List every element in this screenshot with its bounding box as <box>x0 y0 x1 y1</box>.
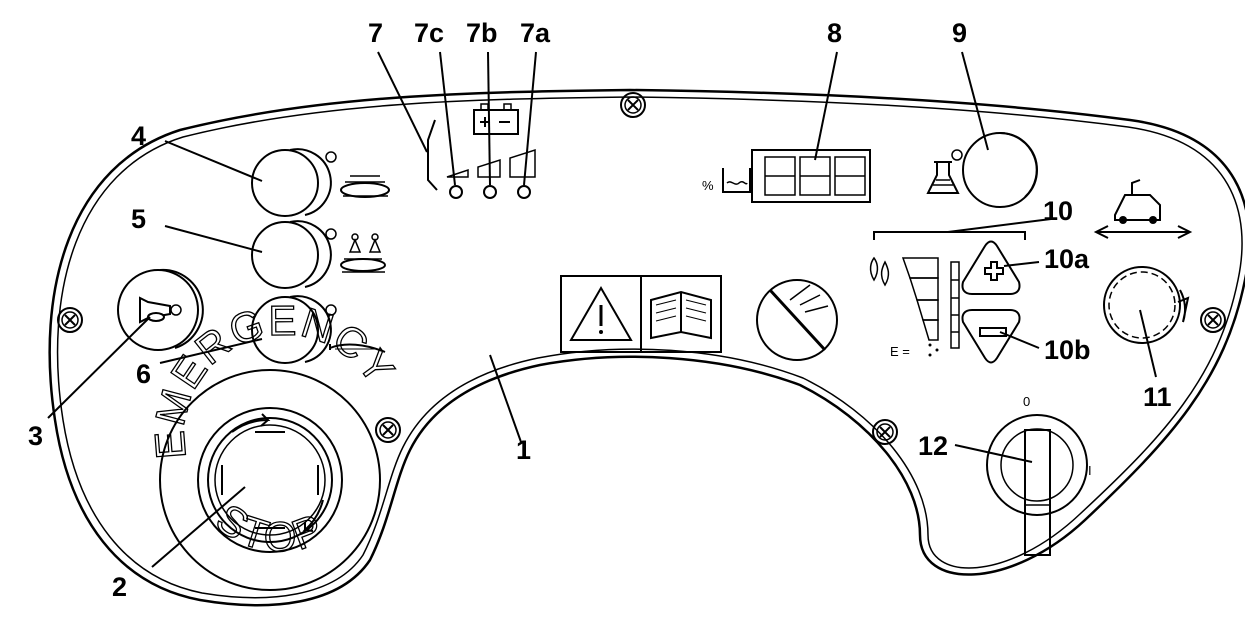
water-drops-icon <box>869 256 890 287</box>
speed-control-knob[interactable] <box>1103 266 1190 344</box>
callout-7c: 7c <box>414 18 444 48</box>
squeegee-button[interactable] <box>251 295 332 364</box>
battery-full-led <box>517 185 531 199</box>
brush-button[interactable] <box>251 148 332 217</box>
callout-10a: 10a <box>1044 244 1090 274</box>
no-spray-icon <box>756 279 838 361</box>
leader-lines <box>47 51 1157 568</box>
key-off-label: 0 <box>1023 394 1030 409</box>
percent-symbol: % <box>702 178 714 193</box>
horn-button[interactable] <box>117 268 204 351</box>
key-on-label: I <box>1088 463 1092 478</box>
horn-icon <box>139 296 182 324</box>
squeegee-indicator-led <box>325 304 337 316</box>
flow-increase-button[interactable] <box>961 240 1021 295</box>
callout-6: 6 <box>136 359 151 389</box>
callout-10b: 10b <box>1044 335 1091 365</box>
screw-icon <box>620 92 646 118</box>
callout-10: 10 <box>1043 196 1073 226</box>
callout-1: 1 <box>516 435 531 465</box>
flow-decrease-button[interactable] <box>961 309 1021 364</box>
digital-display <box>751 149 871 203</box>
callout-2: 2 <box>112 572 127 602</box>
callout-4: 4 <box>131 121 146 151</box>
squeegee-icon <box>329 343 386 353</box>
manual-book-icon <box>640 275 722 353</box>
emergency-stop-ring <box>159 369 381 591</box>
tank-level-icon <box>722 168 751 193</box>
battery-low-led <box>449 185 463 199</box>
battery-icon <box>473 103 519 135</box>
battery-status-bracket <box>427 119 438 191</box>
battery-mid-led <box>483 185 497 199</box>
detergent-indicator-led <box>951 149 963 161</box>
callout-7: 7 <box>368 18 383 48</box>
detergent-icon <box>926 161 960 194</box>
screw-icon <box>872 419 898 445</box>
screw-icon <box>1200 307 1226 333</box>
callout-11: 11 <box>1143 382 1172 412</box>
solution-flow-bracket <box>873 231 1026 240</box>
brush-indicator-led <box>325 151 337 163</box>
machine-icon <box>1114 179 1161 224</box>
brush-pressure-icon <box>340 233 386 273</box>
empty-dots-icon <box>928 343 939 357</box>
battery-charge-level-icon <box>446 148 536 178</box>
panel-outline <box>48 88 1245 607</box>
screw-icon <box>57 307 83 333</box>
callout-5: 5 <box>131 204 146 234</box>
callout-3: 3 <box>28 421 43 451</box>
empty-label: E = <box>890 344 910 359</box>
screw-icon <box>375 417 401 443</box>
callout-12: 12 <box>918 431 948 461</box>
brush-pressure-button[interactable] <box>251 220 332 289</box>
emergency-label: EMERGENCY <box>146 297 405 461</box>
callout-7b: 7b <box>466 18 498 48</box>
emergency-stop-button[interactable] <box>197 407 343 553</box>
callout-8: 8 <box>827 18 842 48</box>
solution-flow-led-bar <box>950 261 960 349</box>
key-switch[interactable] <box>986 414 1088 556</box>
direction-arrow-icon <box>1093 225 1193 239</box>
brush-pressure-indicator-led <box>325 228 337 240</box>
warning-icon <box>560 275 642 353</box>
brush-deck-icon <box>340 175 390 198</box>
callout-7a: 7a <box>520 18 551 48</box>
callout-9: 9 <box>952 18 967 48</box>
solution-flow-level-icon <box>901 257 939 341</box>
detergent-button[interactable] <box>962 132 1038 208</box>
